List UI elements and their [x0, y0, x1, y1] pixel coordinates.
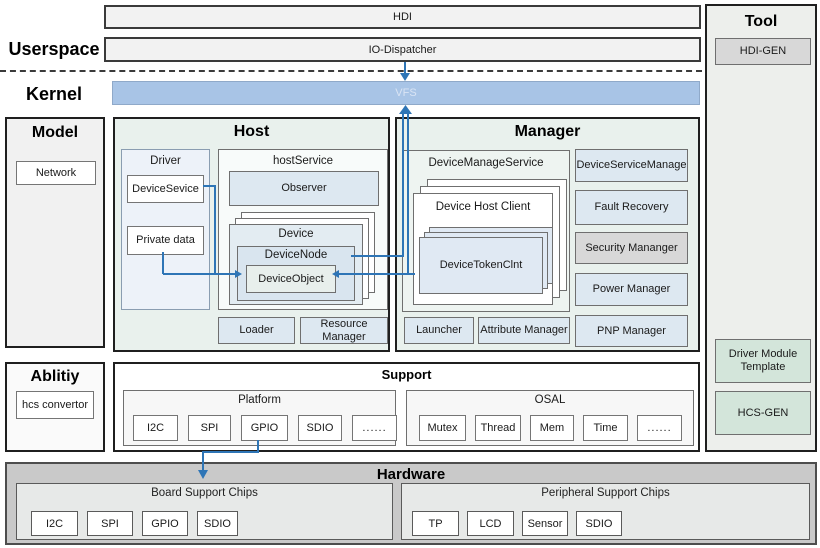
device-host-client-stack: Device Host Client DeviceTokenClnt [413, 179, 567, 305]
platform-chip-more: ...... [352, 415, 397, 441]
osal-chip-mutex: Mutex [419, 415, 466, 441]
osal-chip-time: Time [583, 415, 628, 441]
platform-chip-sdio: SDIO [298, 415, 342, 441]
board-chip-i2c: I2C [31, 511, 78, 536]
osal-chip-thread: Thread [475, 415, 521, 441]
device-host-client-title: Device Host Client [435, 201, 531, 213]
hardware-panel: Hardware Board Support Chips I2C SPI GPI… [5, 462, 817, 545]
support-title: Support [381, 367, 432, 382]
ability-panel: Ablitiy hcs convertor [5, 362, 105, 452]
hdi-box: HDI [104, 5, 701, 29]
launcher-box: Launcher [404, 317, 474, 344]
ability-title: Ablitiy [30, 368, 80, 385]
peripheral-support-chips-title: Peripheral Support Chips [541, 487, 670, 499]
platform-title: Platform [238, 394, 281, 406]
host-service-box: hostService Observer Device DeviceNode D… [218, 149, 388, 310]
osal-chip-row: Mutex Thread Mem Time ...... [419, 415, 682, 441]
driver-module-template-box: Driver Module Template [715, 339, 811, 383]
tool-title: Tool [744, 13, 778, 30]
device-stack: Device DeviceNode DeviceObject [229, 212, 375, 305]
board-support-chips-title: Board Support Chips [151, 487, 258, 499]
platform-box: Platform I2C SPI GPIO SDIO ...... [123, 390, 397, 446]
tool-panel: Tool HDI-GEN Driver Module Template HCS-… [705, 4, 817, 452]
device-manage-service-title: DeviceManageService [428, 157, 544, 169]
userspace-kernel-divider [0, 70, 702, 72]
board-chip-spi: SPI [87, 511, 133, 536]
board-support-chips-box: Board Support Chips I2C SPI GPIO SDIO [16, 483, 393, 540]
arrowhead-up-vfs [399, 105, 412, 114]
osal-box: OSAL Mutex Thread Mem Time ...... [406, 390, 694, 446]
device-title: Device [278, 228, 314, 240]
device-service-box: DeviceSevice [127, 175, 204, 203]
model-panel: Model Network [5, 117, 105, 348]
platform-chip-spi: SPI [188, 415, 231, 441]
peripheral-support-chips-box: Peripheral Support Chips TP LCD Sensor S… [401, 483, 810, 540]
device-token-clnt-stack: DeviceTokenClnt [419, 227, 553, 294]
peripheral-chip-row: TP LCD Sensor SDIO [412, 511, 622, 536]
host-service-title: hostService [272, 155, 334, 167]
device-object-box: DeviceObject [246, 265, 336, 293]
host-title: Host [233, 123, 270, 140]
osal-chip-mem: Mem [530, 415, 574, 441]
model-title: Model [31, 124, 79, 141]
manager-title: Manager [514, 123, 581, 140]
device-node-box: DeviceNode DeviceObject [237, 246, 355, 301]
arrowhead-down-vfs [400, 73, 410, 81]
platform-chip-gpio: GPIO [241, 415, 288, 441]
model-network-box: Network [16, 161, 96, 185]
device-token-clnt-box: DeviceTokenClnt [419, 237, 543, 294]
fault-recovery-box: Fault Recovery [575, 190, 688, 225]
osal-chip-more: ...... [637, 415, 682, 441]
peripheral-chip-tp: TP [412, 511, 459, 536]
attribute-manager-box: Attribute Manager [478, 317, 570, 344]
private-data-box: Private data [127, 226, 204, 255]
vfs-bar: VFS [112, 81, 700, 105]
manager-panel: Manager DeviceManageService Device Host … [395, 117, 700, 352]
userspace-label: Userspace [8, 39, 100, 59]
pnp-manager-box: PNP Manager [575, 315, 688, 347]
support-panel: Support Platform I2C SPI GPIO SDIO .....… [113, 362, 700, 452]
host-panel: Host Driver DeviceSevice Private data ho… [113, 117, 390, 352]
hardware-title: Hardware [376, 466, 446, 483]
board-chip-gpio: GPIO [142, 511, 188, 536]
peripheral-chip-lcd: LCD [467, 511, 514, 536]
security-manager-box: Security Mananger [575, 232, 688, 264]
kernel-label: Kernel [25, 84, 83, 104]
hdi-gen-box: HDI-GEN [715, 38, 811, 65]
resource-manager-box: Resource Manager [300, 317, 388, 344]
platform-chip-i2c: I2C [133, 415, 178, 441]
peripheral-chip-sensor: Sensor [522, 511, 568, 536]
peripheral-chip-sdio: SDIO [576, 511, 622, 536]
board-chip-sdio: SDIO [197, 511, 238, 536]
hdi-label: HDI [393, 11, 412, 23]
driver-title: Driver [150, 155, 181, 167]
board-chip-row: I2C SPI GPIO SDIO [31, 511, 238, 536]
hcs-gen-box: HCS-GEN [715, 391, 811, 435]
vfs-label: VFS [395, 87, 417, 99]
power-manager-box: Power Manager [575, 273, 688, 306]
device-manage-service-box: DeviceManageService Device Host Client D… [402, 150, 570, 312]
device-service-manage-box: DeviceServiceManage [575, 149, 688, 182]
device-host-client-box: Device Host Client DeviceTokenClnt [413, 193, 553, 305]
hcs-convertor-box: hcs convertor [16, 391, 94, 419]
io-dispatcher-box: IO-Dispatcher [104, 37, 701, 62]
osal-title: OSAL [534, 394, 566, 406]
device-node-title: DeviceNode [264, 249, 328, 261]
io-dispatcher-label: IO-Dispatcher [368, 43, 437, 56]
platform-chip-row: I2C SPI GPIO SDIO ...... [133, 415, 397, 441]
loader-box: Loader [218, 317, 295, 344]
observer-box: Observer [229, 171, 379, 206]
device-box: Device DeviceNode DeviceObject [229, 224, 363, 305]
driver-box: Driver DeviceSevice Private data [121, 149, 210, 310]
